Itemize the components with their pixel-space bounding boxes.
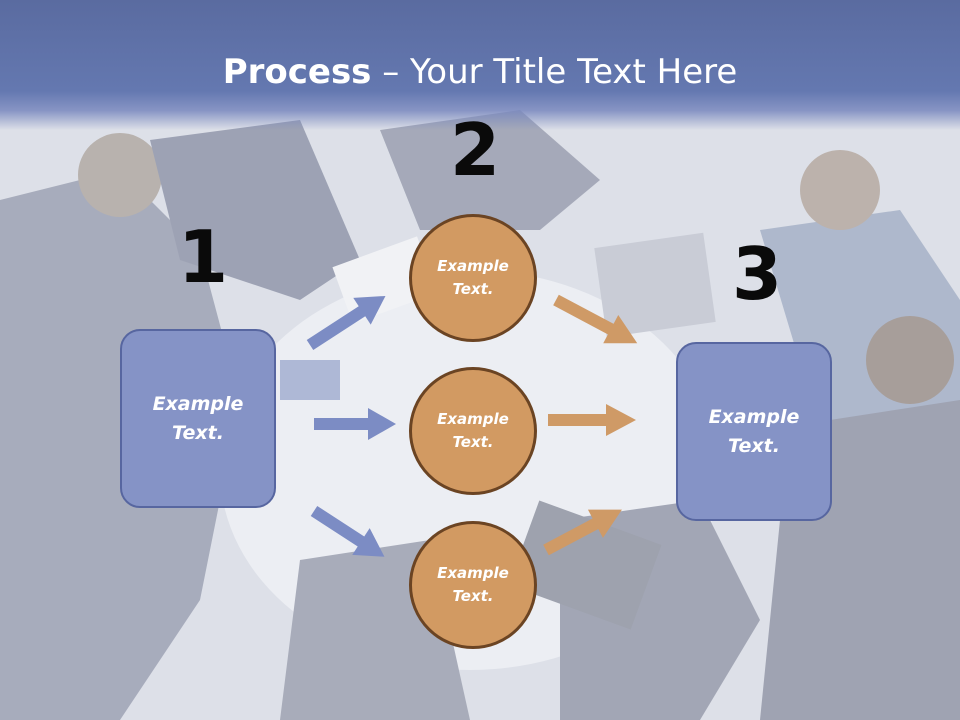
arrow-blue-up xyxy=(306,295,386,351)
title-bold: Process xyxy=(222,52,372,92)
step-number-1: 1 xyxy=(178,215,229,299)
right-box-line2: Text. xyxy=(728,434,780,457)
title-bar xyxy=(0,0,960,130)
left-box-line1: Example xyxy=(152,392,244,415)
circle-top-line2: Text. xyxy=(452,280,494,298)
right-box-line1: Example xyxy=(708,405,800,428)
circle-middle-line1: Example xyxy=(437,410,509,428)
step-number-2: 2 xyxy=(450,108,501,192)
arrow-blue-mid xyxy=(314,408,396,440)
arrow-orange-down xyxy=(553,294,638,344)
step-number-3: 3 xyxy=(732,232,783,316)
circle-bottom-line2: Text. xyxy=(452,587,494,605)
slide-title: Process – Your Title Text Here xyxy=(0,52,960,92)
circle-top-line1: Example xyxy=(437,257,509,275)
arrow-orange-up xyxy=(543,509,622,556)
arrow-orange-mid xyxy=(548,404,636,436)
arrow-blue-down xyxy=(310,505,385,557)
circle-middle-line2: Text. xyxy=(452,433,494,451)
left-box-line2: Text. xyxy=(172,421,224,444)
circle-bottom-line1: Example xyxy=(437,564,509,582)
title-rest: – Your Title Text Here xyxy=(371,52,738,92)
